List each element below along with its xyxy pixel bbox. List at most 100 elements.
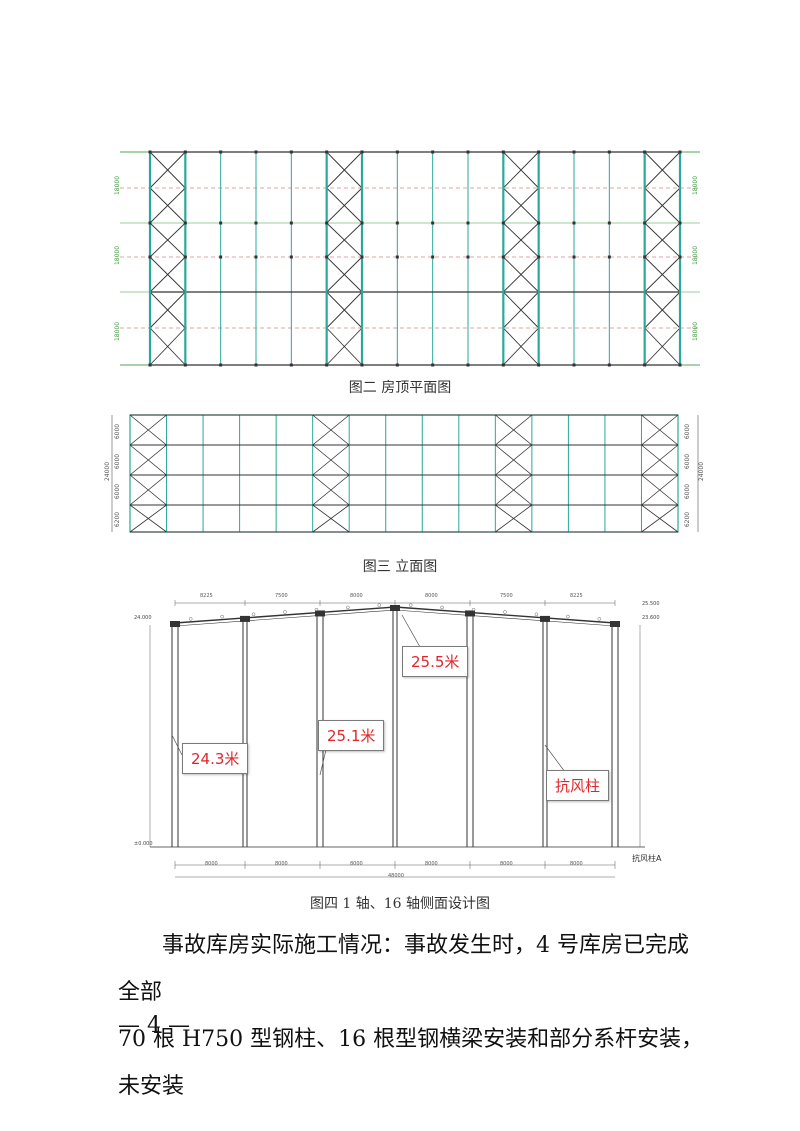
elevation-brace: [641, 414, 679, 446]
node-mark: [607, 150, 611, 154]
elevation-brace: [641, 474, 679, 506]
purlin-mark: [346, 605, 350, 610]
elevation-brace: [129, 414, 167, 446]
top-dim-4: 8000: [425, 593, 438, 599]
node-mark: [183, 221, 187, 225]
elevation-brace: [495, 504, 533, 533]
elev-total-right: 24000: [698, 461, 706, 482]
node-mark: [183, 363, 187, 367]
node-mark: [431, 150, 435, 154]
node-mark: [148, 150, 152, 154]
node-mark: [360, 363, 364, 367]
node-mark: [466, 255, 470, 259]
roof-plan-caption: 图二 房顶平面图: [348, 380, 452, 396]
bottom-dim-2: 8000: [275, 861, 288, 867]
node-mark: [289, 363, 293, 367]
roof-brace: [644, 187, 681, 224]
roof-plan-figure: 18000 18000 18000 18000 18000 18000: [100, 140, 700, 370]
node-mark: [678, 255, 682, 259]
purlin-mark: [283, 610, 287, 614]
elevation-frame: [129, 414, 679, 533]
roof-brace: [149, 256, 186, 293]
elevation-brace: [129, 474, 167, 506]
elevation-brace: [312, 444, 350, 476]
node-mark: [643, 255, 647, 259]
purlin-mark: [188, 617, 193, 621]
top-dim-5: 7500: [500, 593, 513, 599]
node-mark: [643, 363, 647, 367]
bottom-dim-3: 8000: [350, 861, 363, 867]
purlin-mark: [251, 612, 256, 617]
roof-plan-dim-left: 18000 18000 18000: [108, 140, 122, 370]
roof-brace: [503, 151, 539, 189]
dim-left-3: 18000: [114, 321, 122, 342]
node-mark: [678, 363, 682, 367]
node-mark: [289, 221, 293, 225]
column-cap: [240, 615, 250, 622]
paragraph-line-2: 70 根 H750 型钢柱、16 根型钢横梁安装和部分系杆安装，未安装: [118, 1027, 704, 1099]
node-mark: [325, 363, 329, 367]
node-mark: [678, 150, 682, 154]
column-cap: [540, 615, 550, 622]
elevation-drawing: [111, 414, 699, 533]
node-mark: [501, 363, 505, 367]
roof-brace: [326, 222, 363, 258]
purlin-mark: [377, 603, 382, 607]
top-dim-6: 8225: [570, 593, 583, 599]
elevation-dim-left: 24000 6000 6000 6000 6200: [100, 410, 130, 535]
elev-dim-right-2: 6000: [684, 453, 692, 470]
roof-brace: [326, 256, 363, 293]
node-mark: [289, 255, 293, 259]
node-mark: [466, 363, 470, 367]
elevation-brace: [129, 504, 167, 533]
roof-brace: [503, 222, 539, 258]
elev-right: 23.600: [642, 615, 660, 621]
roof-brace: [149, 327, 186, 366]
node-mark: [537, 221, 541, 225]
purlin-mark: [534, 612, 539, 617]
elevation-caption: 图三 立面图: [362, 559, 438, 575]
node-mark: [219, 221, 223, 225]
node-mark: [643, 221, 647, 225]
node-mark: [254, 363, 258, 367]
column-cap: [315, 610, 325, 617]
node-mark: [254, 255, 258, 259]
column-cap: [610, 621, 620, 627]
body-paragraph: 事故库房实际施工情况：事故发生时，4 号库房已完成全部 70 根 H750 型钢…: [118, 922, 708, 1110]
node-mark: [395, 363, 399, 367]
node-mark: [607, 221, 611, 225]
node-mark: [360, 150, 364, 154]
top-dims: 8225 7500 8000 8000 7500 8225: [170, 593, 620, 603]
bottom-dims: 8000 8000 8000 8000 8000 8000: [170, 861, 620, 871]
purlin-mark: [471, 607, 476, 612]
node-mark: [325, 255, 329, 259]
side-design-drawing: [149, 600, 645, 878]
node-mark: [325, 221, 329, 225]
node-mark: [643, 150, 647, 154]
roof-brace: [149, 222, 186, 258]
node-mark: [395, 221, 399, 225]
roof-brace: [326, 151, 363, 189]
side-design-caption: 图四 1 轴、16 轴侧面设计图: [309, 896, 491, 912]
elevation-brace: [312, 474, 350, 506]
elev-right-top: 25.500: [642, 601, 660, 607]
elevation-brace: [312, 414, 350, 446]
node-mark: [183, 150, 187, 154]
elev-left-bottom: ±0.000: [134, 841, 153, 847]
bottom-dim-4: 8000: [425, 861, 438, 867]
dim-left-2: 18000: [114, 245, 122, 266]
node-mark: [254, 150, 258, 154]
callout-25-1m: 25.1米: [318, 720, 385, 751]
roof-brace: [149, 291, 186, 329]
node-mark: [289, 150, 293, 154]
roof-brace: [644, 291, 681, 329]
elevation-brace: [495, 444, 533, 476]
roof-brace: [644, 222, 681, 258]
bottom-dim-5: 8000: [500, 861, 513, 867]
purlin-mark: [597, 617, 602, 621]
elevation-brace: [641, 504, 679, 533]
callout-24-3m: 24.3米: [182, 743, 249, 774]
dim-right-2: 18000: [692, 245, 700, 266]
purlin-mark: [566, 614, 570, 619]
node-mark: [395, 255, 399, 259]
